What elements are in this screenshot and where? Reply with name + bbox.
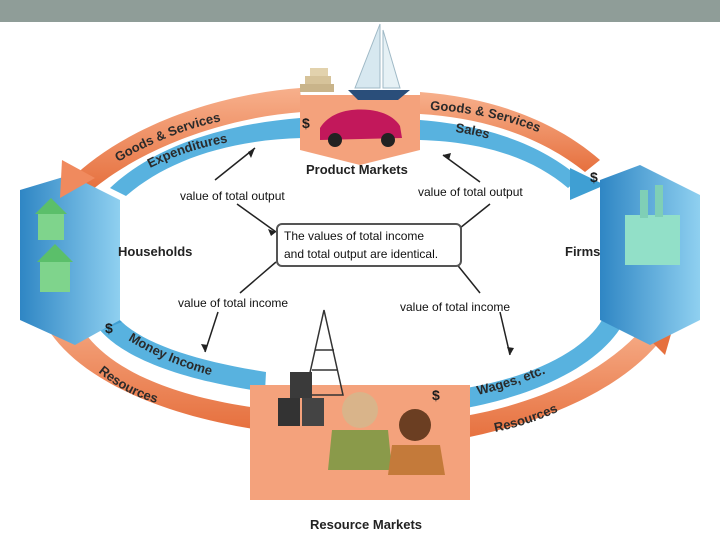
gold-bars-icon <box>300 68 334 92</box>
node-firms: Firms <box>565 244 601 259</box>
top-banner <box>0 0 720 22</box>
inner-flow-bottom-left <box>92 310 266 392</box>
outer-flow-bottom-right <box>452 320 675 440</box>
inner-flow-top-left <box>110 118 302 196</box>
center-statement-line2: and total output are identical. <box>284 247 439 261</box>
car-icon <box>320 109 402 147</box>
inner-arrowhead-top-right <box>570 168 605 200</box>
link-label-upper-left: value of total output <box>180 189 285 203</box>
oil-barrels-icon <box>278 372 324 426</box>
outer-flow-top-left <box>70 88 302 190</box>
dollar-sign-icon: $ <box>302 115 310 131</box>
link-label-lower-right: value of total income <box>400 300 511 314</box>
workers-icon <box>328 392 445 475</box>
dollar-sign-icon: $ <box>105 320 113 336</box>
link-label-upper-right: value of total output <box>418 185 523 199</box>
dollar-sign-icon: $ <box>590 169 598 185</box>
center-statement-line1: The values of total income <box>284 229 425 243</box>
factory-icon <box>625 185 680 265</box>
node-product-markets: Product Markets <box>306 162 408 177</box>
node-households: Households <box>118 244 193 259</box>
link-label-lower-left: value of total income <box>178 296 289 310</box>
dollar-sign-icon: $ <box>432 387 440 403</box>
houses-icon <box>35 198 73 292</box>
center-statement-box: The values of total income and total out… <box>276 223 462 267</box>
inner-flow-top-right <box>420 120 580 188</box>
node-resource-markets: Resource Markets <box>310 517 422 532</box>
outer-flow-top-right <box>420 92 600 172</box>
households-arrowhead <box>60 160 95 198</box>
inner-flow-bottom-right <box>452 320 625 410</box>
sailboat-icon <box>348 23 410 100</box>
oil-rig-icon <box>304 309 344 396</box>
